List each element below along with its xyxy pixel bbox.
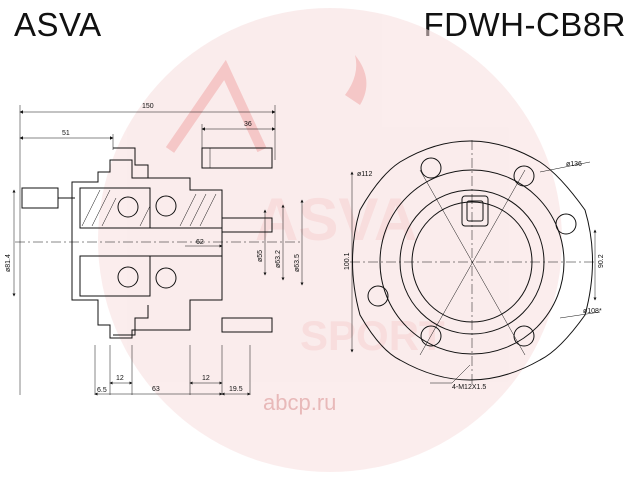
dim-d63-5: ø63.5 xyxy=(294,254,301,272)
dim-150: 150 xyxy=(142,103,154,110)
bolt-hole-6 xyxy=(513,325,535,347)
watermark-site: abcp.ru xyxy=(263,390,336,415)
bolt-hole-4 xyxy=(367,285,389,307)
dim-d136: ø136 xyxy=(566,161,582,168)
dim-thread: 4-M12X1.5 xyxy=(452,384,486,391)
hatch-top xyxy=(81,189,217,227)
bearing-ball-1 xyxy=(117,196,139,218)
bolt-hole-5 xyxy=(420,325,442,347)
bolt-hole-3 xyxy=(555,213,577,235)
dim-62: 62 xyxy=(196,239,204,246)
flange-top xyxy=(113,147,149,178)
front-view xyxy=(350,140,601,385)
watermark-flame-icon xyxy=(345,55,367,105)
bearing-ball-2 xyxy=(155,195,177,217)
dim-d55: ø55 xyxy=(257,250,264,262)
sensor-plug xyxy=(461,195,489,227)
side-view xyxy=(12,105,304,396)
bearing-ball-3 xyxy=(117,266,139,288)
leader-d108 xyxy=(559,311,601,319)
flange-bottom xyxy=(113,305,149,336)
dim-100-1: 100.1 xyxy=(344,252,351,270)
sensor-connector xyxy=(21,187,59,209)
bearing-ball-4 xyxy=(155,267,177,289)
bearing-section-bottom xyxy=(79,255,151,297)
dim-d112: ø112 xyxy=(357,171,373,178)
part-number: FDWH-CB8R xyxy=(423,6,626,43)
dim-90-2: 90.2 xyxy=(598,254,605,268)
bolt-hole-2 xyxy=(513,165,535,187)
front-diag-2 xyxy=(419,169,526,356)
watermark-brand: ASVA xyxy=(255,186,417,253)
watermark-disc xyxy=(98,8,562,472)
bolt-hole-1 xyxy=(420,157,442,179)
dim-51: 51 xyxy=(62,130,70,137)
dim-36: 36 xyxy=(244,121,252,128)
dim-6-5: 6.5 xyxy=(97,387,107,394)
brand-title: ASVA xyxy=(14,6,102,43)
stud-top xyxy=(201,147,273,169)
hub-outline xyxy=(71,159,223,339)
dim-d81-4: ø81.4 xyxy=(5,254,12,272)
dim-d108: ø108* xyxy=(583,308,602,315)
sensor-plug-inner xyxy=(466,200,484,222)
stud-bottom xyxy=(221,317,273,333)
hub-circle-outer xyxy=(379,169,565,355)
stud-mid xyxy=(221,217,273,233)
dim-d63-2: ø63.2 xyxy=(275,250,282,268)
watermark-sub: SPORT xyxy=(300,312,445,359)
dim-19-5: 19.5 xyxy=(229,386,243,393)
leader-d136 xyxy=(539,161,591,173)
leader-thread-2 xyxy=(451,364,471,384)
dim-12-right: 12 xyxy=(202,375,210,382)
dim-63: 63 xyxy=(152,386,160,393)
dim-12-left: 12 xyxy=(116,375,124,382)
watermark-mountain-icon xyxy=(165,59,267,153)
